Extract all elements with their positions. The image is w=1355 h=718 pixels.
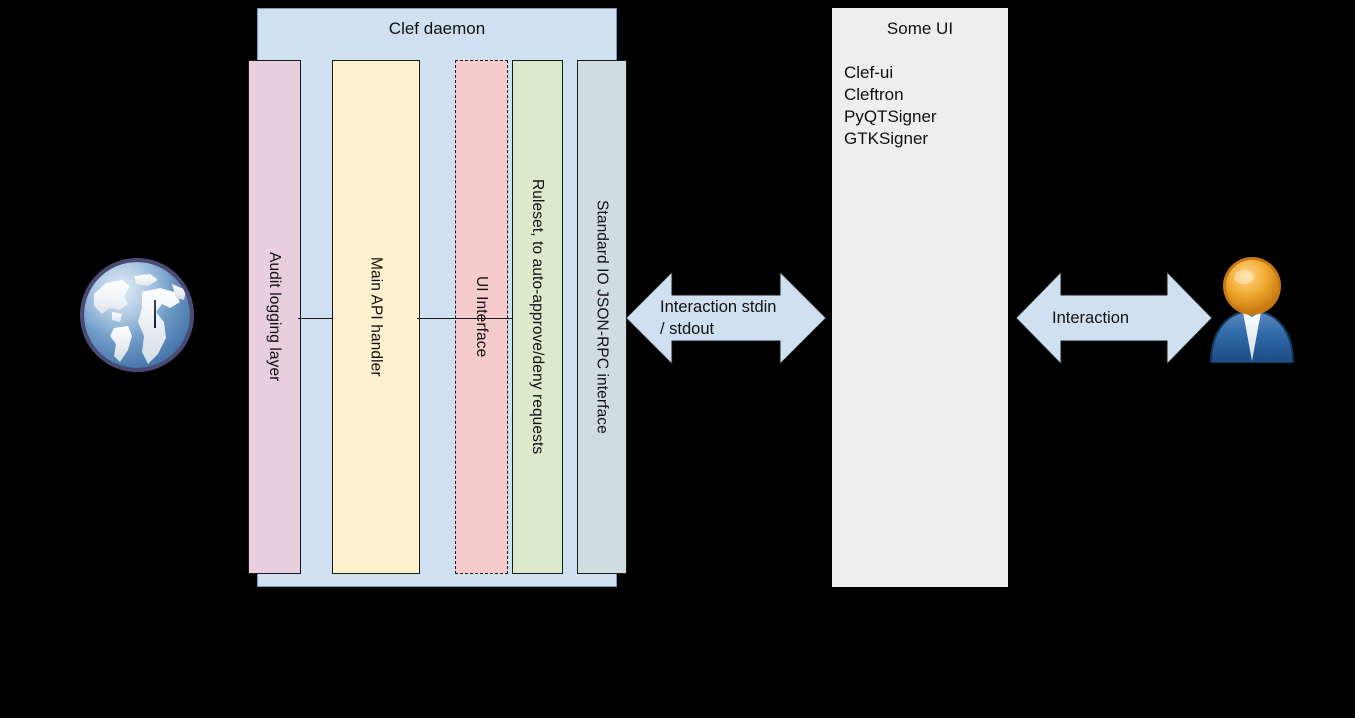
arrow-interaction-stdin-stdout: Interaction stdin / stdout: [626, 272, 826, 364]
connector-line-audit-api: [298, 318, 333, 319]
some-ui-list: Clef-ui Cleftron PyQTSigner GTKSigner: [844, 62, 1004, 150]
box-audit-label: Audit logging layer: [266, 252, 283, 382]
list-item: PyQTSigner: [844, 107, 937, 126]
list-item: GTKSigner: [844, 129, 929, 148]
some-ui-panel: [832, 8, 1008, 587]
user-icon: [1203, 253, 1301, 364]
box-api-label: Main API handler: [367, 257, 385, 377]
box-stdio-label: Standard IO JSON-RPC interface: [593, 200, 611, 434]
box-ui-label: UI Interface: [473, 276, 490, 358]
some-ui-title: Some UI: [886, 19, 954, 38]
box-ui-interface[interactable]: UI Interface: [455, 60, 508, 574]
box-audit-logging-layer[interactable]: Audit logging layer: [248, 60, 301, 574]
connector-line-api-ruleset: [417, 318, 513, 319]
box-standard-io-json-rpc-interface[interactable]: Standard IO JSON-RPC interface: [577, 60, 627, 574]
box-ruleset-label: Ruleset, to auto-approve/deny requests: [529, 179, 546, 455]
clef-daemon-title: Clef daemon: [388, 19, 486, 38]
list-item: Cleftron: [844, 85, 904, 104]
clef-daemon-container: [257, 8, 617, 587]
box-main-api-handler[interactable]: Main API handler: [332, 60, 420, 574]
globe-icon: [72, 252, 202, 382]
arrow-interaction-user: Interaction: [1016, 272, 1212, 364]
box-ruleset[interactable]: Ruleset, to auto-approve/deny requests: [512, 60, 563, 574]
list-item: Clef-ui: [844, 63, 894, 82]
